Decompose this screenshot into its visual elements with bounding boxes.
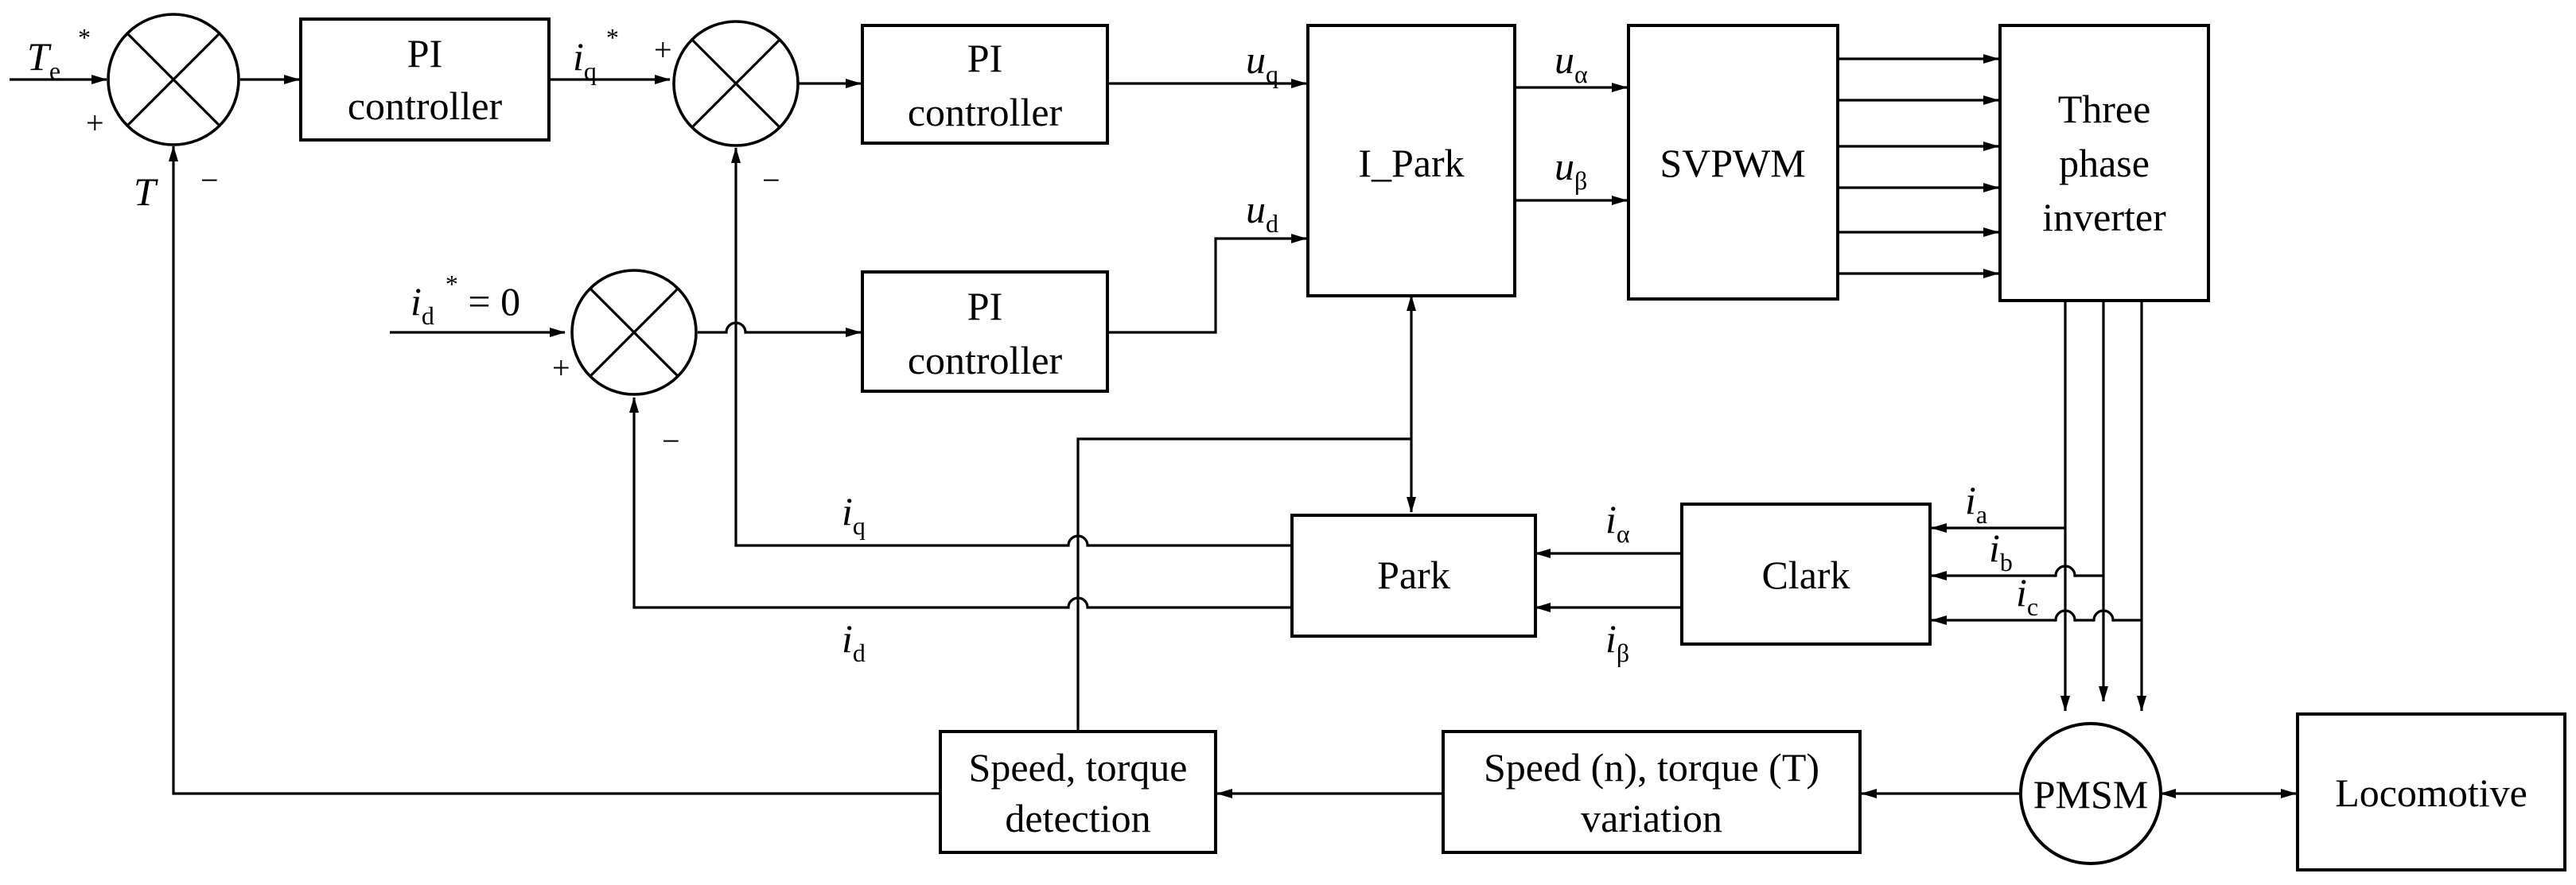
- inverse-park-block: I_Park: [1306, 24, 1516, 297]
- block-label: PMSM: [2033, 772, 2149, 817]
- summing-junction-torque: [107, 13, 240, 146]
- label-ib: ib: [1989, 526, 2013, 576]
- block-label: Clark: [1761, 553, 1850, 597]
- wire-t-fb: [169, 146, 939, 795]
- block-label: variation: [1581, 796, 1722, 840]
- speed-torque-detection-block: Speed, torque detection: [939, 730, 1217, 854]
- wire-ic: [1931, 609, 2142, 625]
- wire-angle: [1076, 437, 1411, 732]
- pi-controller-torque: PI controller: [299, 17, 551, 142]
- label-ibeta: iβ: [1605, 616, 1629, 667]
- pwm-lines: [1838, 54, 1999, 278]
- label-ubeta: uβ: [1555, 144, 1587, 195]
- label-ualpha: uα: [1555, 37, 1588, 88]
- speed-torque-variation-block: Speed (n), torque (T) variation: [1442, 730, 1862, 854]
- block-label: Speed, torque: [969, 745, 1188, 790]
- block-label: Park: [1377, 553, 1450, 597]
- pmsm-motor: PMSM: [2019, 722, 2162, 865]
- label-t-fb: T: [134, 169, 158, 214]
- signal-labels: Te* T iq* id* = 0 uq ud uα uβ iq id iα i…: [27, 23, 2038, 667]
- block-label: inverter: [2042, 195, 2166, 239]
- sign-minus: −: [662, 423, 680, 459]
- sign-minus: −: [200, 162, 219, 198]
- label-iq-fb: iq: [842, 489, 866, 540]
- pi-controller-id: PI controller: [861, 270, 1109, 393]
- block-label: detection: [1005, 796, 1150, 840]
- sign-plus: +: [654, 32, 672, 68]
- label-id-ref: id* = 0: [411, 270, 520, 330]
- locomotive-block: Locomotive: [2296, 712, 2566, 871]
- pi-controller-iq: PI controller: [861, 24, 1109, 145]
- block-label: Speed (n), torque (T): [1484, 745, 1819, 790]
- wire-sj3-pi: [698, 321, 862, 337]
- signal-wires: [10, 54, 2297, 798]
- summing-junction-id: [570, 269, 698, 396]
- label-ic: ic: [2016, 570, 2038, 621]
- label-ud: ud: [1246, 187, 1278, 238]
- label-te-ref: Te*: [27, 23, 91, 85]
- wire-id-fb: [629, 397, 1290, 609]
- sign-plus: +: [86, 105, 104, 141]
- park-block: Park: [1290, 514, 1537, 638]
- block-label: controller: [348, 83, 503, 128]
- block-label: PI: [407, 31, 442, 76]
- block-label: phase: [2059, 141, 2150, 185]
- junction-signs: + − + − + −: [86, 32, 780, 459]
- block-label: Locomotive: [2335, 770, 2527, 815]
- sign-minus: −: [762, 162, 780, 198]
- label-ia: ia: [1965, 478, 1987, 529]
- block-label: PI: [967, 284, 1002, 328]
- label-id-fb: id: [842, 616, 866, 667]
- block-label: SVPWM: [1660, 141, 1805, 185]
- svpwm-block: SVPWM: [1627, 24, 1839, 301]
- wire-ib: [1931, 565, 2103, 580]
- block-label: PI: [967, 36, 1002, 80]
- block-label: controller: [908, 90, 1063, 134]
- block-label: Three: [2058, 87, 2151, 131]
- label-ialpha: iα: [1605, 497, 1630, 548]
- label-uq: uq: [1246, 37, 1278, 88]
- wire-ud: [1107, 234, 1307, 334]
- label-iq-ref: iq*: [573, 23, 619, 85]
- block-label: controller: [908, 338, 1063, 382]
- clark-block: Clark: [1680, 503, 1932, 646]
- summing-junction-iq: [672, 20, 800, 147]
- sign-plus: +: [552, 350, 570, 386]
- block-label: I_Park: [1358, 141, 1464, 185]
- three-phase-inverter-block: Three phase inverter: [1998, 24, 2210, 302]
